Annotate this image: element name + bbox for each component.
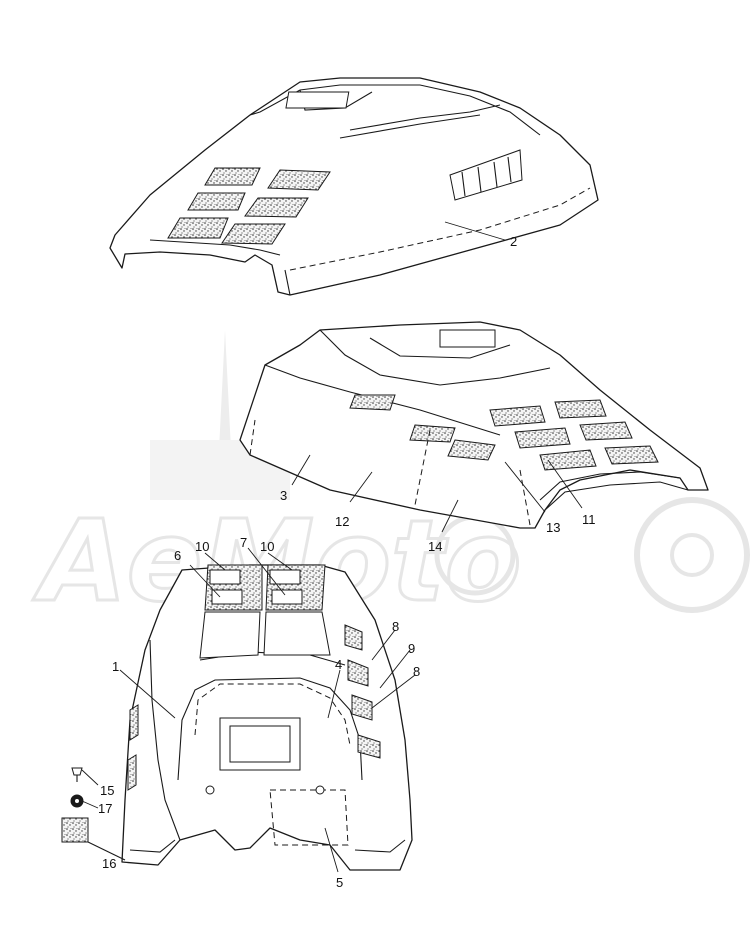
callout-15: 15 bbox=[100, 783, 114, 798]
callout-4: 4 bbox=[335, 657, 342, 672]
callout-8-lower: 8 bbox=[413, 664, 420, 679]
hood-front-view bbox=[121, 564, 413, 871]
callout-9: 9 bbox=[408, 641, 415, 656]
callout-11: 11 bbox=[582, 512, 596, 527]
callout-10-left: 10 bbox=[195, 539, 209, 554]
fastener-parts bbox=[61, 767, 126, 861]
callout-12: 12 bbox=[335, 514, 349, 529]
callout-1: 1 bbox=[112, 659, 119, 674]
callout-8-upper: 8 bbox=[392, 619, 399, 634]
callout-3: 3 bbox=[280, 488, 287, 503]
callout-5: 5 bbox=[336, 875, 343, 890]
callout-10-right: 10 bbox=[260, 539, 274, 554]
callout-2: 2 bbox=[510, 234, 517, 249]
callout-7: 7 bbox=[240, 535, 247, 550]
callout-13: 13 bbox=[546, 520, 560, 535]
callout-17: 17 bbox=[98, 801, 112, 816]
callout-14: 14 bbox=[428, 539, 442, 554]
hood-top-view bbox=[109, 77, 599, 296]
callout-6: 6 bbox=[174, 548, 181, 563]
leader-lines bbox=[81, 221, 583, 873]
hood-side-view bbox=[239, 321, 709, 529]
callout-labels: 2 3 12 14 13 11 6 10 7 10 8 9 8 1 4 15 1… bbox=[98, 234, 596, 890]
callout-16: 16 bbox=[102, 856, 116, 871]
